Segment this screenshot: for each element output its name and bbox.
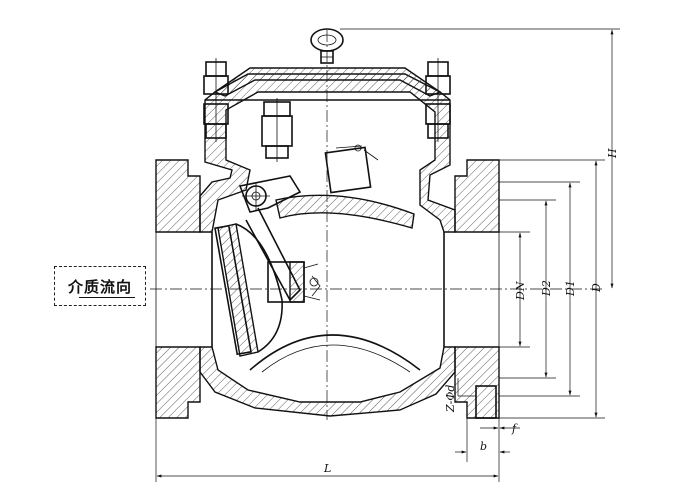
flow-direction-text: 介质流向 [67, 278, 132, 296]
bonnet-bolt-right [425, 58, 451, 142]
left-flange [155, 159, 201, 419]
bonnet-bolt-left [203, 58, 229, 142]
lifting-eye [310, 28, 344, 64]
flow-arrow-icon [79, 297, 135, 298]
dim-label-dn: DN [514, 281, 527, 301]
dimension-lines [155, 28, 620, 482]
dim-label-l: L [323, 462, 331, 475]
bonnet [205, 67, 450, 101]
flow-direction-label: 介质流向 [54, 266, 146, 306]
hinge-bolt [261, 98, 293, 162]
hinge-arm [238, 175, 415, 302]
dim-label-d2: D2 [540, 280, 553, 297]
dim-label-h: H [606, 148, 619, 159]
dim-label-f: f [511, 422, 518, 435]
dim-label-bolt: Z-Φd [444, 385, 457, 413]
dim-label-d: D [590, 283, 603, 293]
valve-disc [214, 223, 321, 357]
dim-label-b: b [480, 440, 487, 453]
dim-label-d1: D1 [564, 280, 577, 297]
disc-open-position [324, 144, 379, 194]
